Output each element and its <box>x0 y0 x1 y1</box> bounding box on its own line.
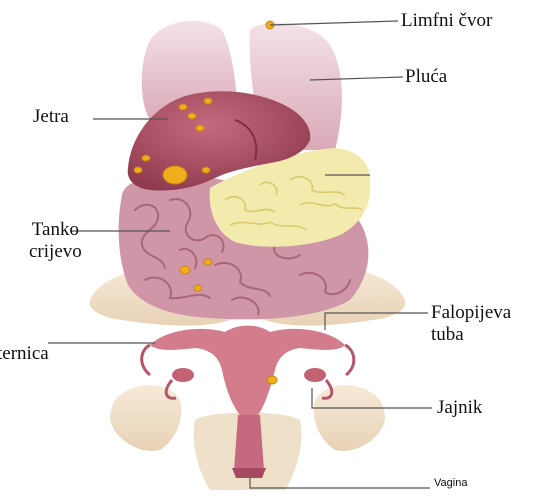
label-liver: Jetra <box>33 106 69 128</box>
label-fallopian-line2: tuba <box>431 324 511 346</box>
label-lymph-node: Limfni čvor <box>401 10 492 32</box>
label-uterus: ternica <box>0 343 49 365</box>
label-lungs: Pluća <box>405 66 447 88</box>
label-small-intestine: Tanko crijevo <box>29 219 82 263</box>
label-vagina: Vagina <box>434 477 467 490</box>
label-fallopian-line1: Falopijeva <box>431 302 511 324</box>
label-fallopian-tube: Falopijeva tuba <box>431 302 511 346</box>
label-ovary: Jajnik <box>437 397 482 419</box>
label-small-intestine-line2: crijevo <box>29 241 82 263</box>
label-small-intestine-line1: Tanko <box>29 219 82 241</box>
